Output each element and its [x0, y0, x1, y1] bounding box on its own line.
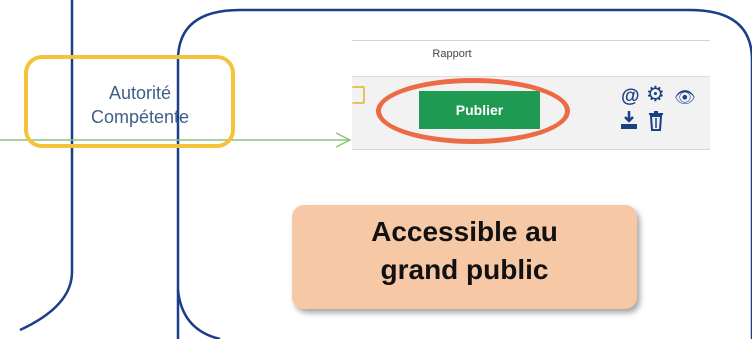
right-swimlane-bottom: [176, 289, 221, 339]
left-swimlane: [19, 0, 74, 332]
callout-line2: grand public: [380, 254, 549, 285]
callout-line1: Accessible au: [371, 216, 558, 247]
gear-icon[interactable]: ⚙: [646, 83, 665, 106]
at-icon[interactable]: @: [621, 86, 640, 107]
right-swimlane: [176, 8, 752, 339]
panel-top-divider: [352, 40, 710, 41]
panel-bottom-divider: [352, 149, 710, 150]
report-column-header: Rapport: [432, 48, 472, 60]
publish-highlight-ellipse: [376, 78, 570, 144]
public-access-callout: [292, 205, 637, 309]
trash-icon[interactable]: [648, 111, 664, 131]
download-icon[interactable]: [620, 109, 638, 131]
authority-node: [24, 55, 235, 148]
authority-label-line2: Compétente: [90, 107, 190, 127]
document-icon: [352, 86, 365, 104]
authority-label-line1: Autorité: [108, 83, 172, 103]
panel-header-divider: [352, 76, 710, 77]
authority-label: Autorité Compétente: [60, 81, 220, 129]
flow-arrowhead: [335, 132, 352, 148]
eye-icon[interactable]: 👁: [674, 88, 696, 107]
callout-text: Accessible au grand public: [292, 213, 637, 289]
